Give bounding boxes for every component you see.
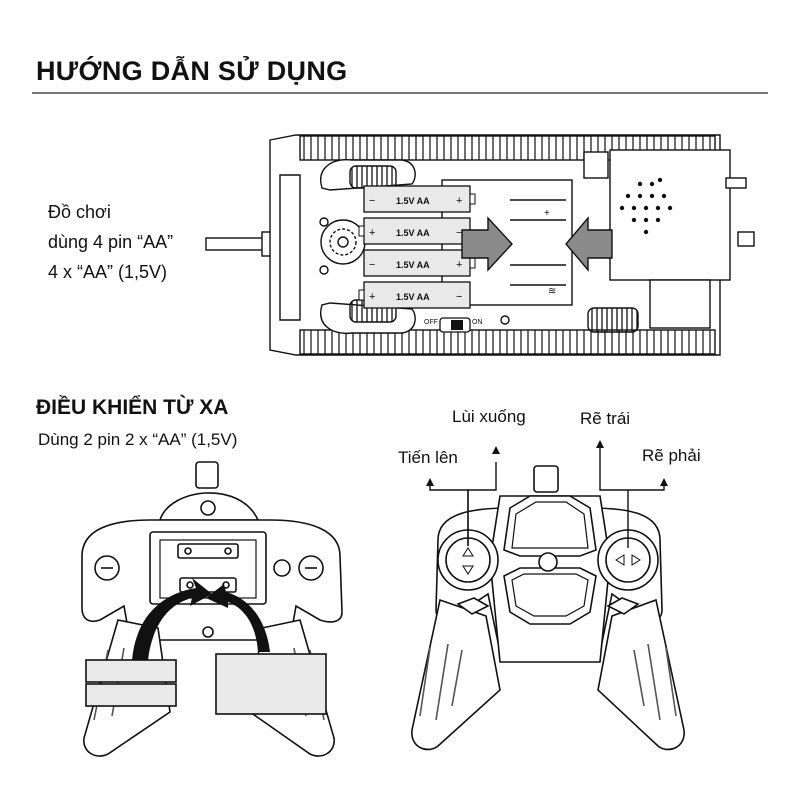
joystick-left-arrows: [462, 547, 474, 575]
battery: + − 1.5V AA: [358, 281, 471, 309]
svg-text:+: +: [456, 259, 462, 271]
svg-text:+: +: [456, 195, 462, 207]
callout-turn-right: [628, 484, 665, 491]
insert-arrow-right: [461, 216, 513, 272]
svg-text:+: +: [369, 227, 375, 239]
battery-insert-arrow-left: [132, 578, 212, 660]
tank-barrel: [205, 237, 267, 251]
callout-turn-left: [599, 444, 629, 548]
label-forward: Tiến lên: [398, 448, 458, 467]
insert-arrow-left: [565, 216, 613, 272]
svg-text:−: −: [369, 259, 375, 271]
svg-text:−: −: [456, 291, 462, 303]
svg-text:−: −: [456, 227, 462, 239]
tank-caption-line-2: dùng 4 pin “AA”: [48, 232, 174, 252]
tank-batteries: − + 1.5V AA + − 1.5V AA − + 1.5V AA + − …: [358, 185, 476, 309]
tank-wheel: [320, 159, 416, 191]
svg-text:+: +: [544, 208, 550, 219]
down-arrow-icon: [462, 565, 474, 575]
remote-section-subheading: Dùng 2 pin 2 x “AA” (1,5V): [38, 430, 238, 449]
label-turn-left: Rẽ trái: [580, 409, 631, 428]
tank-wheel: [320, 299, 416, 334]
svg-text:+: +: [369, 291, 375, 303]
switch-on-label: ON: [472, 319, 483, 326]
tank-control-box: [609, 149, 731, 281]
battery-insert-arrow-right: [206, 584, 270, 652]
joystick-right-arrows: [615, 554, 641, 566]
control-callouts: [426, 440, 668, 548]
battery-label: 1.5V AA: [396, 196, 430, 206]
power-switch: OFF ON: [424, 317, 483, 333]
battery-label: 1.5V AA: [396, 228, 430, 238]
left-arrow-icon: [615, 554, 625, 566]
remote-front-view: [411, 465, 685, 751]
label-turn-right: Rẽ phải: [642, 446, 701, 465]
tank-caption-line-3: 4 x “AA” (1,5V): [48, 262, 168, 282]
svg-text:−: −: [369, 195, 375, 207]
svg-text:≋: ≋: [548, 286, 556, 297]
battery: − + 1.5V AA: [363, 249, 476, 277]
up-arrow-icon: [462, 547, 474, 557]
tank-wheel: [587, 307, 639, 333]
switch-off-label: OFF: [424, 319, 438, 326]
page-title: HƯỚNG DẪN SỬ DỤNG: [36, 56, 348, 86]
label-backward: Lùi xuống: [452, 407, 526, 426]
battery: + − 1.5V AA: [358, 217, 471, 245]
tank-caption-line-1: Đồ chơi: [48, 202, 111, 222]
battery-label: 1.5V AA: [396, 260, 430, 270]
right-arrow-icon: [631, 554, 641, 566]
title-divider: [32, 92, 768, 94]
remote-section-heading: ĐIỀU KHIỂN TỪ XA: [36, 396, 229, 419]
battery: − + 1.5V AA: [363, 185, 476, 213]
battery-label: 1.5V AA: [396, 292, 430, 302]
remote-back-view: [81, 461, 343, 757]
